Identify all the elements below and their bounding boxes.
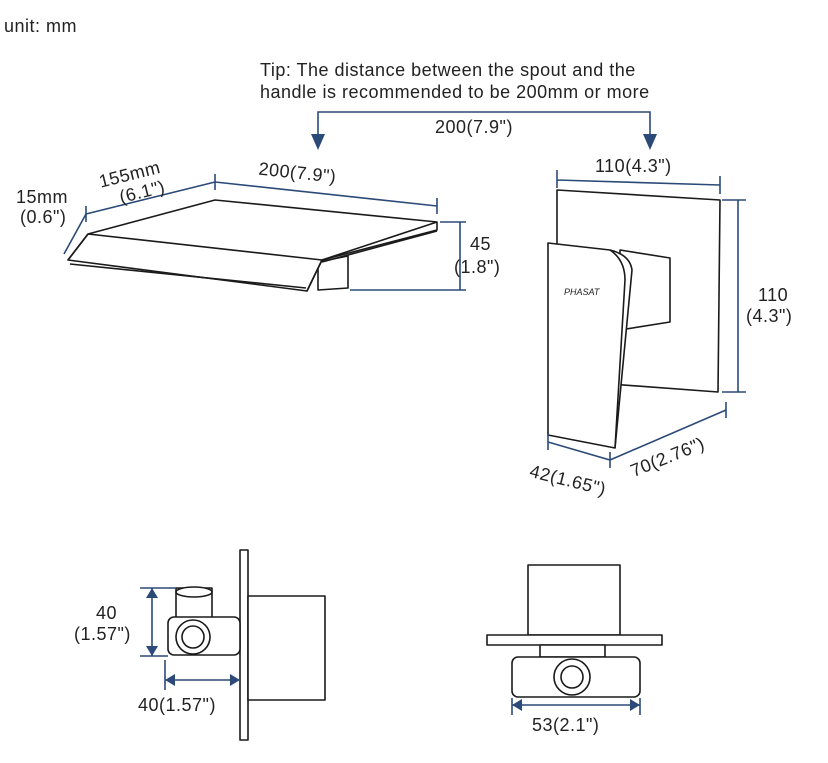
plate-width: 110(4.3") — [595, 156, 672, 176]
tip-annotation: Tip: The distance between the spout and … — [260, 60, 657, 150]
side-height-in: (1.57") — [74, 624, 131, 644]
arrow-down-icon — [311, 134, 325, 150]
plate-height-in: (4.3") — [746, 306, 792, 326]
side-height-mm: 40 — [96, 603, 117, 623]
arrow-down-icon — [643, 134, 657, 150]
top-width: 53(2.1") — [532, 715, 599, 735]
valve-top-view: 53(2.1") — [486, 564, 663, 735]
valve-side-view: 40 (1.57") 40(1.57") — [74, 549, 326, 741]
tip-line-1: Tip: The distance between the spout and … — [260, 60, 636, 80]
spout-thickness-mm: 15mm — [16, 187, 68, 207]
valve-handle-drawing: PHASAT 110(4.3") 110 (4.3") 42(1.65") 70… — [528, 156, 792, 499]
spout-width: 200(7.9") — [258, 159, 338, 187]
brand-logo: PHASAT — [564, 287, 601, 297]
tip-distance-line — [317, 111, 651, 146]
plate-height-mm: 110 — [758, 285, 788, 305]
handle-width: 42(1.65") — [528, 461, 608, 499]
tip-line-2: handle is recommended to be 200mm or mor… — [260, 82, 650, 102]
tip-distance-label: 200(7.9") — [435, 117, 513, 137]
spout-height-in: (1.8") — [454, 257, 500, 277]
spout-thickness-in: (0.6") — [20, 207, 66, 227]
spout-drawing: 15mm (0.6") 155mm (6.1") 200(7.9") 45 (1… — [16, 157, 500, 292]
side-depth: 40(1.57") — [138, 695, 216, 715]
valve-depth: 70(2.76") — [628, 433, 708, 481]
spout-height-mm: 45 — [470, 234, 491, 254]
unit-label: unit: mm — [4, 16, 77, 36]
